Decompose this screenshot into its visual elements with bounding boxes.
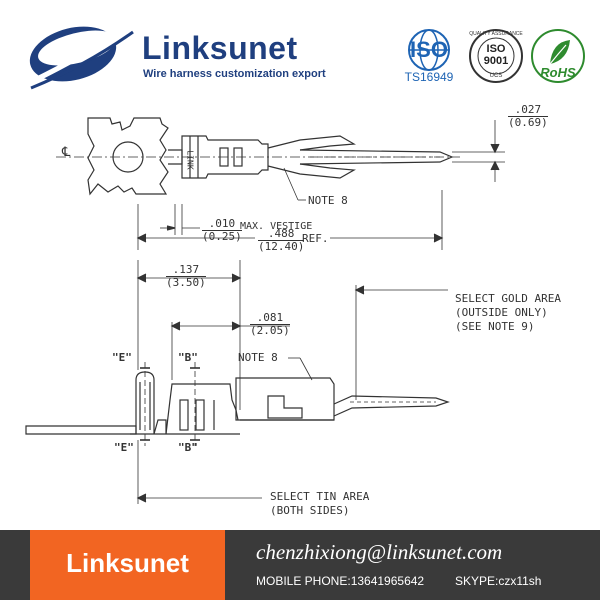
footer: Linksunet chenzhixiong@linksunet.com MOB… — [0, 530, 600, 600]
iso-9001-badge: ISO 9001 QUALITY ASSURANCE UCS — [468, 28, 524, 84]
dim-137-inch: .137 — [172, 263, 200, 276]
carrier-tab-side — [25, 425, 137, 435]
dim-027-inch: .027 — [514, 103, 542, 116]
section-b-top: "B" — [178, 351, 198, 364]
note8-top: NOTE 8 — [308, 194, 348, 207]
linksunet-logo-icon — [29, 23, 134, 90]
rohs-leaf-icon — [531, 29, 585, 83]
dim-488-mm: (12.40) — [258, 240, 305, 253]
tin-area-note: SELECT TIN AREA (BOTH SIDES) — [270, 490, 369, 518]
footer-brand-block: Linksunet — [30, 530, 225, 600]
contact-mobile: MOBILE PHONE:13641965642 — [256, 574, 425, 588]
dim-010-mm: (0.25) — [202, 230, 242, 243]
note8-side: NOTE 8 — [238, 351, 278, 364]
dim-081-mm: (2.05) — [250, 324, 290, 337]
gold-area-line-1: SELECT GOLD AREA — [455, 292, 561, 305]
rohs-label: RoHS — [540, 65, 576, 80]
iso9001-mark: UCS — [489, 73, 503, 79]
rohs-badge: RoHS — [530, 28, 586, 84]
technical-drawing: ℄ LINK .027 (0.69) NOTE 8 .010 (0.25) MA… — [0, 100, 600, 530]
dim-027: .027 (0.69) — [508, 104, 548, 129]
brand-tagline: Wire harness customization export — [143, 68, 326, 80]
tin-area-line-1: SELECT TIN AREA — [270, 490, 370, 503]
contact-email[interactable]: chenzhixiong@linksunet.com — [256, 540, 503, 564]
iso9001-seal-icon — [469, 29, 523, 83]
dim-137-mm: (3.50) — [166, 276, 206, 289]
dim-081: .081 (2.05) — [250, 312, 290, 337]
iso-ts16949-badge: ISO TS16949 — [398, 28, 460, 86]
iso9001-label: ISO — [486, 43, 506, 55]
dim-010-inch: .010 — [208, 217, 236, 230]
terminal-drawing-lines — [25, 117, 505, 504]
centerline-symbol: ℄ — [62, 145, 71, 160]
dim-488-inch: .488 — [267, 227, 295, 240]
dim-488: .488 (12.40) — [258, 227, 305, 253]
dim-027-mm: (0.69) — [508, 116, 548, 129]
dim-010-label: MAX. VESTIGE — [240, 221, 313, 232]
tin-area-line-2: (BOTH SIDES) — [270, 504, 350, 517]
dim-081-inch: .081 — [256, 311, 284, 324]
gold-area-line-2: (OUTSIDE ONLY) — [455, 306, 548, 319]
header: Linksunet Wire harness customization exp… — [0, 0, 600, 100]
brand-name: Linksunet — [142, 30, 298, 66]
iso-label: ISO — [410, 37, 448, 62]
part-marking: LINK — [185, 150, 195, 170]
contact-skype: SKYPE:czx11sh — [455, 574, 542, 588]
gold-area-note: SELECT GOLD AREA (OUTSIDE ONLY) (SEE NOT… — [455, 292, 561, 334]
dim-010: .010 (0.25) — [202, 218, 242, 243]
dim-488-label: REF. — [302, 232, 329, 245]
carrier-strip-top — [87, 117, 169, 196]
iso9001-ring-text: QUALITY ASSURANCE — [469, 31, 523, 37]
section-e-top: "E" — [112, 351, 132, 364]
gold-area-line-3: (SEE NOTE 9) — [455, 320, 535, 333]
section-b-bottom: "B" — [178, 441, 198, 454]
iso-globe-icon — [408, 29, 450, 71]
dim-137: .137 (3.50) — [166, 264, 206, 289]
iso9001-number: 9001 — [483, 55, 509, 67]
iso-standard: TS16949 — [404, 70, 454, 84]
section-e-bottom: "E" — [114, 441, 134, 454]
footer-brand: Linksunet — [66, 548, 189, 578]
